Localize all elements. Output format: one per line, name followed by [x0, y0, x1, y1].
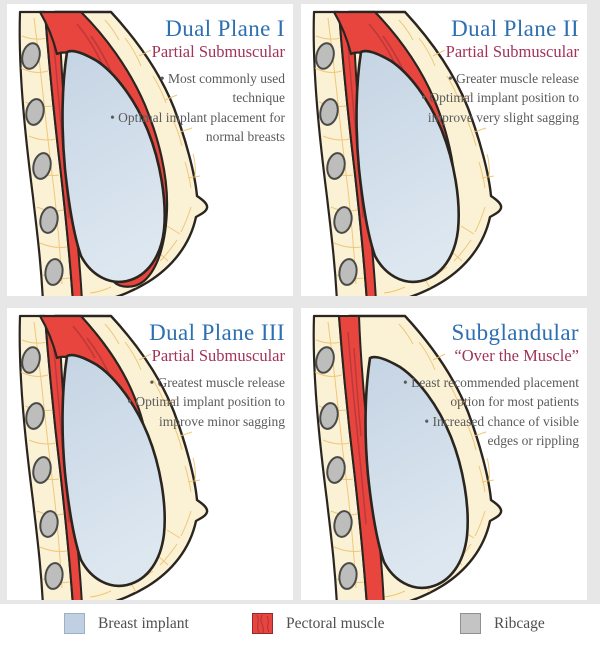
panel-subtitle: Partial Submuscular: [445, 42, 579, 62]
bullet-item: • Greatest muscle release: [149, 375, 285, 391]
panel-dual-plane-3: Dual Plane III Partial Submuscular • Gre…: [7, 308, 293, 600]
panel-text-block: Dual Plane I Partial Submuscular • Most …: [105, 16, 285, 146]
panel-title: Dual Plane I: [165, 16, 285, 41]
panel-text-block: Subglandular “Over the Muscle” • Least r…: [399, 320, 579, 450]
legend-label: Breast implant: [98, 614, 189, 632]
panel-subtitle: “Over the Muscle”: [454, 346, 579, 366]
bullet-item: • Least recommended placement option for…: [402, 375, 579, 410]
bullet-item: • Optimal implant position to improve ve…: [421, 90, 579, 125]
panel-bullet-list: • Least recommended placement option for…: [399, 373, 579, 450]
bullet-item: • Optimal implant position to improve mi…: [127, 394, 285, 429]
legend-item-ribcage: Ribcage: [460, 613, 545, 634]
bullet-item: • Most commonly used technique: [159, 71, 285, 106]
pectoral-muscle-swatch: [252, 613, 273, 634]
panel-bullet-list: • Most commonly used technique • Optimal…: [105, 69, 285, 146]
panel-title: Dual Plane II: [451, 16, 579, 41]
legend-label: Ribcage: [494, 614, 545, 632]
breast-implant-swatch: [64, 613, 85, 634]
panel-subglandular: Subglandular “Over the Muscle” • Least r…: [301, 308, 587, 600]
bullet-item: • Optimal implant placement for normal b…: [110, 109, 285, 144]
bullet-item: • Greater muscle release: [447, 71, 579, 87]
ribcage-swatch: [460, 613, 481, 634]
panel-dual-plane-2: Dual Plane II Partial Submuscular • Grea…: [301, 4, 587, 296]
panel-subtitle: Partial Submuscular: [151, 346, 285, 366]
panel-title: Dual Plane III: [149, 320, 285, 345]
legend-item-pectoral-muscle: Pectoral muscle: [252, 613, 385, 634]
panel-subtitle: Partial Submuscular: [151, 42, 285, 62]
panel-text-block: Dual Plane III Partial Submuscular • Gre…: [105, 320, 285, 431]
legend-bar: Breast implant Pectoral muscle Ribcage: [0, 604, 600, 645]
bullet-item: • Increased chance of visible edges or r…: [424, 413, 579, 448]
panel-dual-plane-1: Dual Plane I Partial Submuscular • Most …: [7, 4, 293, 296]
legend-item-breast-implant: Breast implant: [64, 613, 189, 634]
legend-label: Pectoral muscle: [286, 614, 385, 632]
panel-text-block: Dual Plane II Partial Submuscular • Grea…: [399, 16, 579, 127]
panel-bullet-list: • Greatest muscle release • Optimal impl…: [105, 373, 285, 430]
panel-title: Subglandular: [451, 320, 579, 345]
panel-bullet-list: • Greater muscle release • Optimal impla…: [399, 69, 579, 126]
